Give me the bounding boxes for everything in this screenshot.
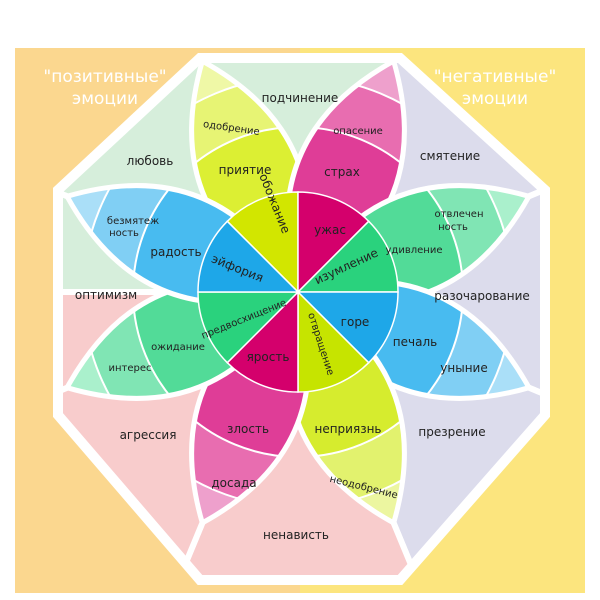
label-distraction-2: ность xyxy=(438,222,468,233)
core-sector-0 xyxy=(226,191,299,294)
negative-title: "негативные" xyxy=(434,67,557,87)
label-serenity-1: безмятеж xyxy=(107,216,159,227)
label-grief: горе xyxy=(341,315,370,329)
label-optimism: оптимизм xyxy=(75,288,137,302)
label-disappointment: разочарование xyxy=(434,289,530,303)
label-annoyance: досада xyxy=(211,476,256,490)
label-awe: смятение xyxy=(420,149,480,163)
positive-subtitle: эмоции xyxy=(72,89,138,109)
core-sector-1 xyxy=(297,191,370,294)
label-sadness: печаль xyxy=(393,335,437,349)
label-contempt: презрение xyxy=(418,425,485,439)
label-aggression: агрессия xyxy=(120,428,177,442)
positive-title: "позитивные" xyxy=(43,67,166,87)
core-sector-4 xyxy=(297,290,370,393)
negative-subtitle: эмоции xyxy=(462,89,528,109)
core-sector-5 xyxy=(226,290,299,393)
octagon-border xyxy=(53,53,550,585)
label-disgust: неприязнь xyxy=(314,422,381,436)
label-acceptance: приятие xyxy=(219,163,272,177)
label-anger: злость xyxy=(227,422,269,436)
label-apprehension: опасение xyxy=(333,126,383,137)
label-distraction-1: отвлечен xyxy=(435,209,484,220)
label-joy: радость xyxy=(150,245,201,259)
label-terror: ужас xyxy=(314,223,346,237)
label-interest: интерес xyxy=(108,363,151,374)
label-serenity-2: ность xyxy=(109,228,139,239)
label-hate: ненависть xyxy=(263,528,329,542)
label-rage: ярость xyxy=(247,350,290,364)
label-surprise: удивление xyxy=(386,245,443,256)
dyad-region-hate xyxy=(173,284,423,580)
label-fear: страх xyxy=(324,165,360,179)
label-love: любовь xyxy=(127,154,174,168)
core-sector-2 xyxy=(296,220,399,293)
core-sector-6 xyxy=(197,291,300,364)
core-sector-7 xyxy=(197,220,300,293)
label-pensiveness: уныние xyxy=(440,361,487,375)
core-sector-3 xyxy=(296,291,399,364)
label-submission: подчинение xyxy=(262,91,339,105)
label-anticipation: ожидание xyxy=(151,342,205,353)
core-sectors xyxy=(197,191,399,393)
